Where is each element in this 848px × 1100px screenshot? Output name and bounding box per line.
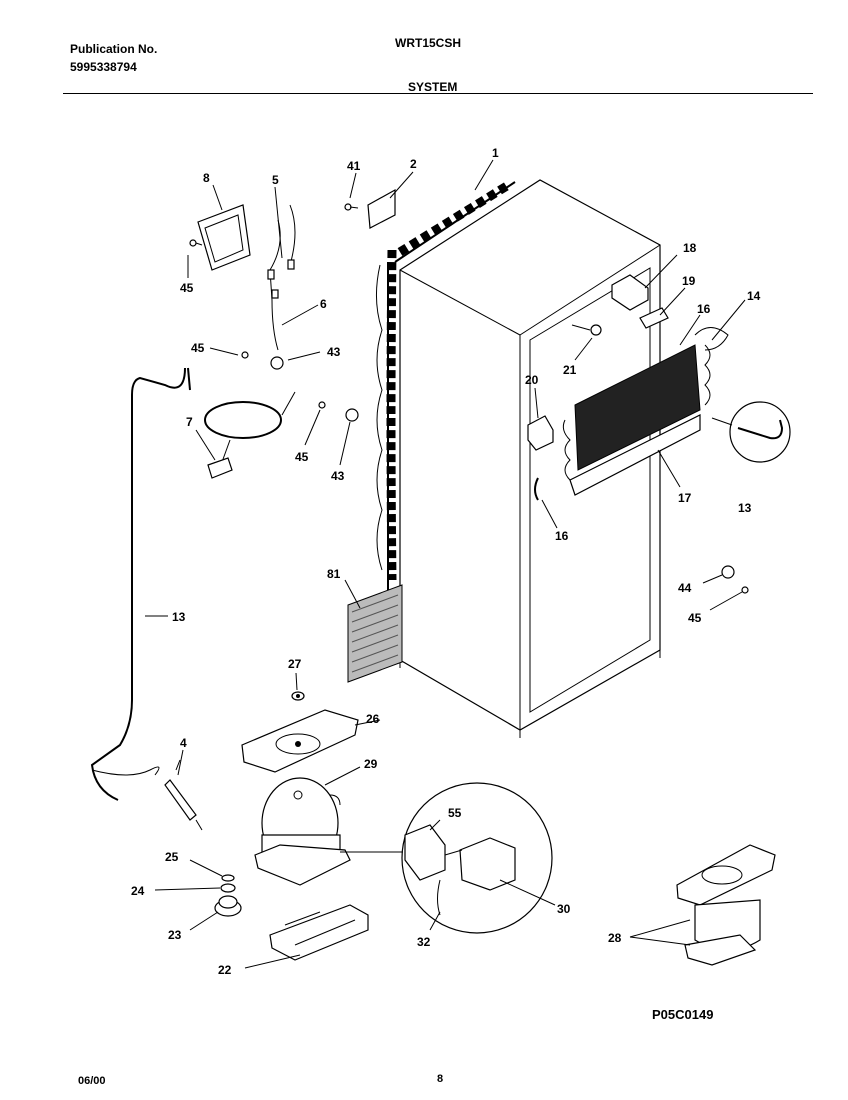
page-number: 8 — [437, 1073, 444, 1085]
date-code: 06/00 — [78, 1075, 106, 1087]
callout-45c: 45 — [295, 450, 309, 464]
callout-16a: 16 — [697, 302, 711, 316]
grommet-27 — [291, 691, 305, 701]
callout-45b: 45 — [191, 341, 205, 355]
grommet-stack — [214, 874, 242, 917]
screw-45-c — [318, 401, 326, 409]
screw-41 — [344, 203, 359, 211]
callout-30: 30 — [557, 902, 571, 916]
screw-45-d — [741, 586, 749, 594]
screw-45-a — [189, 239, 203, 247]
clip-43-a — [270, 356, 284, 370]
mounting-bracket — [269, 904, 369, 961]
callout-55: 55 — [448, 806, 462, 820]
bracket-18 — [611, 274, 649, 311]
section-title: SYSTEM — [408, 80, 458, 94]
clip-20 — [527, 415, 554, 451]
power-cord — [204, 391, 296, 479]
callout-2: 2 — [410, 157, 417, 171]
clip-44 — [721, 565, 735, 579]
callout-1: 1 — [492, 146, 499, 160]
callout-26: 26 — [366, 712, 380, 726]
tube-16 — [534, 477, 539, 501]
compressor — [254, 777, 351, 886]
callout-21: 21 — [563, 363, 577, 377]
header-rule — [63, 93, 813, 94]
callout-29: 29 — [364, 757, 378, 771]
callout-4: 4 — [180, 736, 187, 750]
screw-45-b — [241, 351, 249, 359]
drier — [164, 759, 203, 831]
cover-8 — [197, 204, 251, 271]
callout-6: 6 — [320, 297, 327, 311]
drain-pan — [241, 709, 359, 773]
callout-43b: 43 — [331, 469, 345, 483]
callout-43a: 43 — [327, 345, 341, 359]
screw-21 — [571, 324, 602, 336]
condenser-coil — [375, 180, 516, 590]
model-number: WRT15CSH — [395, 36, 462, 50]
evaporator — [562, 327, 729, 496]
callout-13b: 13 — [172, 610, 186, 624]
bracket-2 — [367, 188, 396, 229]
callout-25: 25 — [165, 850, 179, 864]
callout-22: 22 — [218, 963, 232, 977]
bracket-19 — [639, 307, 669, 329]
callout-labels: 1 2 41 8 5 18 19 14 16 45 6 21 45 43 20 … — [131, 146, 761, 977]
publication-label: Publication No. — [70, 42, 158, 56]
diagram-code: P05C0149 — [652, 1007, 714, 1022]
callout-8: 8 — [203, 171, 210, 185]
callout-23: 23 — [168, 928, 182, 942]
callout-19: 19 — [682, 274, 696, 288]
callout-45d: 45 — [688, 611, 702, 625]
callout-5: 5 — [272, 173, 279, 187]
callout-20: 20 — [525, 373, 539, 387]
callout-45a: 45 — [180, 281, 194, 295]
leader-lines — [145, 159, 746, 969]
callout-24: 24 — [131, 884, 145, 898]
compressor-assembly — [676, 844, 776, 966]
callout-44: 44 — [678, 581, 692, 595]
insulation-pad — [347, 584, 403, 683]
callout-13a: 13 — [738, 501, 752, 515]
detail-tube-13 — [711, 401, 791, 463]
refrigerator-cabinet — [399, 179, 661, 738]
callout-16b: 16 — [555, 529, 569, 543]
clip-43-b — [345, 408, 359, 422]
callout-81: 81 — [327, 567, 341, 581]
wire-harness — [267, 204, 296, 351]
callout-28: 28 — [608, 931, 622, 945]
callout-14: 14 — [747, 289, 761, 303]
callout-32: 32 — [417, 935, 431, 949]
callout-27: 27 — [288, 657, 302, 671]
callout-18: 18 — [683, 241, 697, 255]
publication-number: 5995338794 — [70, 60, 137, 74]
callout-7: 7 — [186, 415, 193, 429]
relay-detail — [340, 782, 553, 934]
callout-41: 41 — [347, 159, 361, 173]
callout-17: 17 — [678, 491, 692, 505]
capillary-tube — [90, 367, 191, 801]
